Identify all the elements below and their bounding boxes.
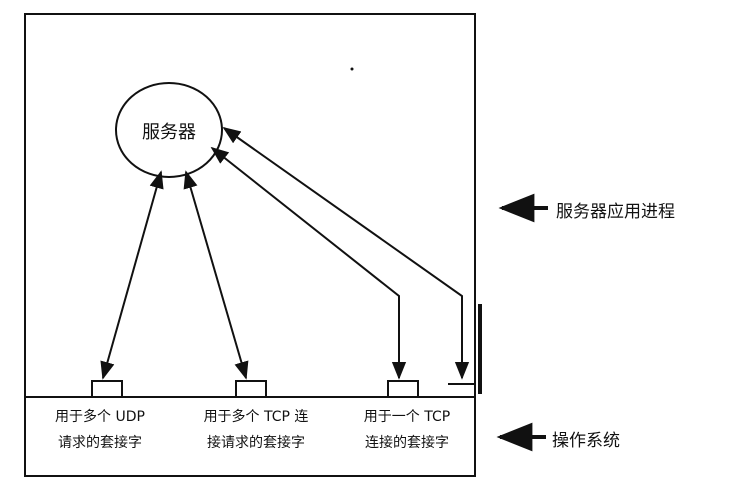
stray-dot [350, 67, 354, 71]
socket-udp [91, 380, 123, 398]
process-box [24, 13, 476, 398]
arrow-tcp-listen [183, 170, 249, 380]
side-label-os: 操作系统 [552, 431, 620, 451]
socket-label-tcp-conn: 用于一个 TCP 连接的套接字 [340, 404, 474, 456]
socket-label-tcp-listen-line1: 用于多个 TCP 连 [203, 409, 309, 425]
server-node [115, 82, 223, 178]
socket-label-udp-line2: 请求的套接字 [58, 435, 142, 451]
socket-tcp-listen [235, 380, 267, 398]
arrow-udp [100, 170, 164, 380]
socket-label-tcp-listen-line2: 接请求的套接字 [207, 435, 305, 451]
server-label: 服务器 [142, 122, 196, 143]
socket-tcp-conn [387, 380, 419, 398]
arrow-tcp-conn [210, 146, 407, 380]
socket-label-tcp-listen: 用于多个 TCP 连 接请求的套接字 [180, 404, 332, 456]
arrow-outside [222, 126, 470, 380]
socket-label-tcp-conn-line2: 连接的套接字 [365, 435, 449, 451]
socket-label-tcp-conn-line1: 用于一个 TCP [363, 409, 451, 425]
side-label-process: 服务器应用进程 [556, 202, 675, 222]
socket-label-udp-line1: 用于多个 UDP [55, 409, 145, 425]
socket-label-udp: 用于多个 UDP 请求的套接字 [28, 404, 172, 456]
